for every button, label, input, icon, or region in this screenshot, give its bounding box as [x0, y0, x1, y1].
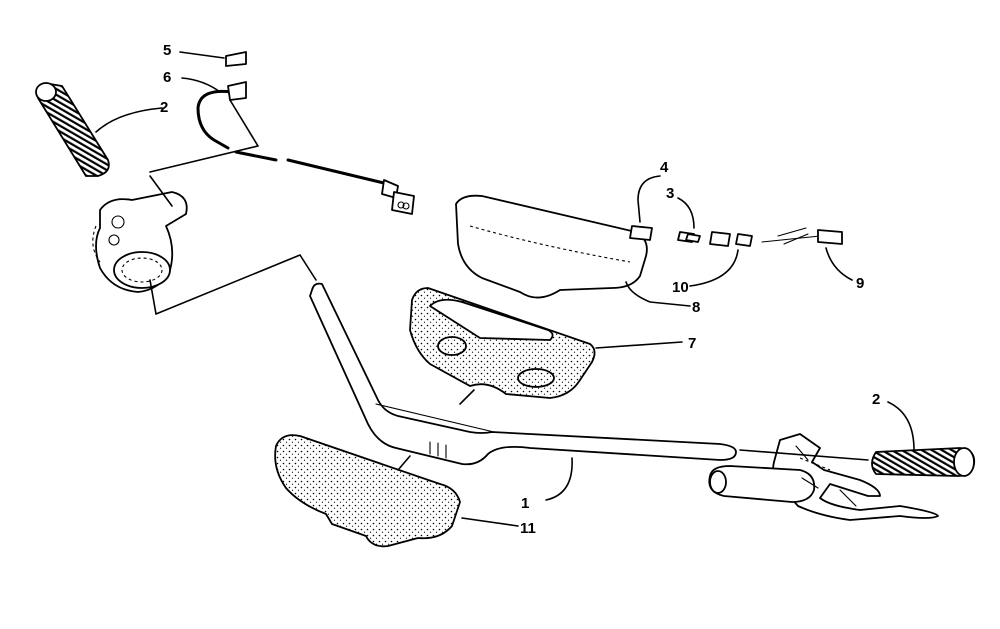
crossbar-cover-8 — [455, 194, 648, 299]
callout-9: 9 — [856, 275, 864, 292]
assembly-line-housing-3 — [155, 254, 317, 315]
leader-9 — [825, 247, 853, 281]
switch-insert-5 — [225, 51, 247, 67]
leader-3 — [677, 197, 695, 229]
callout-3: 3 — [666, 185, 674, 202]
assembly-line-housing — [149, 99, 259, 173]
assembly-line-11 — [397, 455, 411, 471]
switch-clips-3 — [677, 231, 701, 243]
callout-7: 7 — [688, 335, 696, 352]
callout-2-right: 2 — [872, 391, 880, 408]
leader-4 — [637, 175, 661, 223]
crossbar-pad-base-7 — [409, 287, 596, 399]
left-grip — [35, 82, 110, 177]
crossbar-pad-11 — [274, 434, 461, 548]
callout-5: 5 — [163, 42, 171, 59]
callout-8: 8 — [692, 299, 700, 316]
assembly-line-7 — [459, 389, 475, 405]
callout-10: 10 — [672, 279, 689, 296]
assembly-line-housing-2 — [149, 175, 173, 207]
switch-part-4 — [629, 225, 653, 241]
leader-10 — [689, 249, 739, 287]
callout-2-left: 2 — [160, 99, 168, 116]
left-throttle-housing — [92, 191, 188, 293]
leader-8 — [625, 281, 691, 307]
leader-1 — [545, 457, 573, 501]
leader-6 — [181, 77, 221, 93]
switch-sensor-9 — [761, 227, 843, 245]
switch-connectors-10 — [709, 231, 753, 247]
assembly-line-housing-4 — [149, 279, 157, 315]
leader-11 — [461, 517, 519, 527]
callout-11: 11 — [520, 520, 536, 537]
leader-7 — [595, 341, 683, 349]
right-brake-lever-assembly — [708, 433, 939, 521]
assembly-line-right — [739, 449, 869, 461]
leader-2-right — [887, 401, 915, 451]
callout-1: 1 — [521, 495, 529, 512]
handlebar — [309, 282, 737, 466]
right-grip — [871, 447, 976, 477]
callout-4: 4 — [660, 159, 669, 176]
leader-2-left — [95, 107, 163, 133]
leader-5 — [179, 51, 225, 59]
switch-wire-6 — [196, 81, 415, 215]
callout-6: 6 — [163, 69, 171, 86]
